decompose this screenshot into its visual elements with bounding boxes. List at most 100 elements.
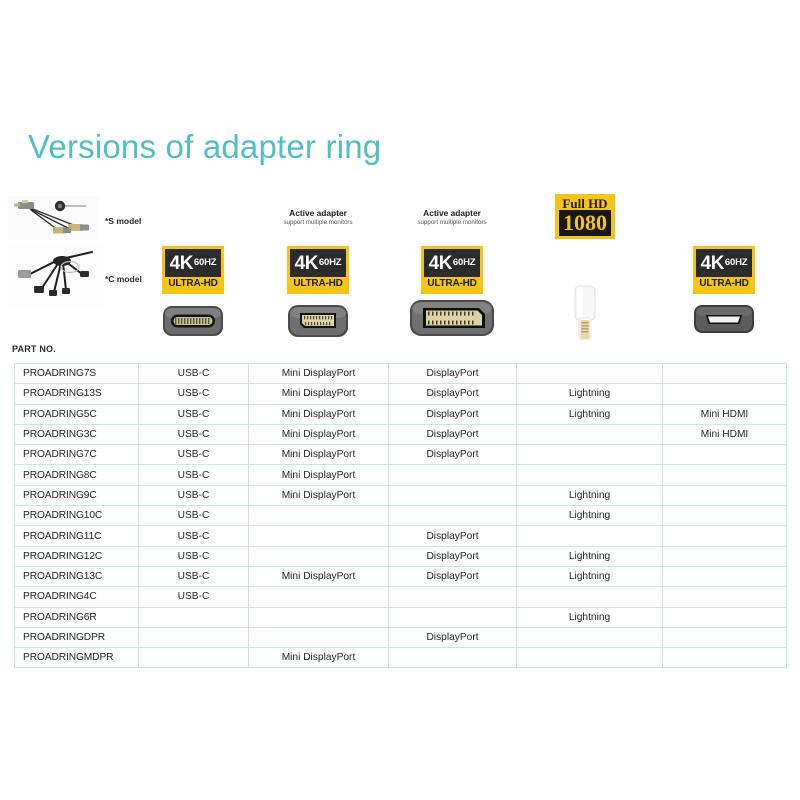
table-row: PROADRINGDPR DisplayPort — [14, 626, 787, 649]
table-cell-part: PROADRING13S — [14, 383, 139, 405]
active-adapter-subtitle-dp: support multiple monitors — [417, 219, 487, 226]
active-adapter-title-mdp: Active adapter — [289, 208, 347, 218]
table-cell-mhdmi — [662, 545, 787, 567]
table-cell-lightning: Lightning — [516, 565, 663, 588]
badge-4k-small-text: 60HZ — [724, 257, 748, 269]
badge-full-hd-1080: Full HD 1080 — [555, 194, 615, 239]
table-cell-dp: DisplayPort — [388, 565, 517, 588]
table-cell-mhdmi — [662, 606, 787, 628]
page-title: Versions of adapter ring — [28, 128, 382, 165]
table-cell-mdp — [248, 626, 389, 649]
badge-4k-ultra-hd-mdp: 4K 60HZ ULTRA-HD — [287, 246, 349, 294]
badge-4k-big-text: 4K — [169, 252, 194, 274]
table-cell-dp: DisplayPort — [388, 545, 517, 567]
table-cell-mdp: Mini DisplayPort — [248, 423, 389, 446]
table-cell-part: PROADRING5C — [14, 403, 139, 425]
table-cell-lightning — [516, 362, 663, 385]
table-cell-lightning: Lightning — [516, 606, 663, 628]
table-row: PROADRING6R Lightning — [14, 606, 787, 628]
table-cell-dp — [388, 647, 517, 669]
table-cell-dp: DisplayPort — [388, 525, 517, 547]
table-cell-usbc — [138, 626, 249, 649]
table-cell-part: PROADRING10C — [14, 505, 139, 527]
badge-4k-small-text: 60HZ — [318, 257, 342, 269]
s-model-adapter-ring-photo — [8, 196, 98, 240]
table-cell-part: PROADRINGMDPR — [14, 647, 139, 669]
table-cell-mdp — [248, 545, 389, 567]
lightning-connector-icon — [568, 284, 602, 349]
table-cell-part: PROADRING4C — [14, 586, 139, 608]
column-header-band: *S model — [0, 192, 800, 344]
badge-4k-bar: 4K 60HZ — [696, 249, 752, 277]
table-cell-usbc: USB-C — [138, 505, 249, 527]
table-cell-lightning: Lightning — [516, 505, 663, 527]
badge-4k-bar: 4K 60HZ — [290, 249, 346, 277]
table-cell-lightning: Lightning — [516, 484, 663, 507]
c-model-adapter-ring-photo — [8, 244, 104, 308]
column-header-lightning: Full HD 1080 — [516, 192, 662, 344]
table-cell-lightning — [516, 423, 663, 446]
table-cell-part: PROADRING7C — [14, 444, 139, 466]
table-cell-usbc — [138, 647, 249, 669]
table-cell-dp — [388, 586, 517, 608]
table-cell-mhdmi — [662, 484, 787, 507]
table-cell-usbc: USB-C — [138, 525, 249, 547]
table-cell-mhdmi — [662, 647, 787, 669]
table-cell-mdp — [248, 505, 389, 527]
table-cell-mhdmi — [662, 586, 787, 608]
table-cell-part: PROADRING7S — [14, 362, 139, 385]
table-cell-mdp: Mini DisplayPort — [248, 362, 389, 385]
table-cell-usbc: USB-C — [138, 565, 249, 588]
table-cell-dp: DisplayPort — [388, 403, 517, 425]
table-cell-dp — [388, 484, 517, 507]
table-cell-dp: DisplayPort — [388, 383, 517, 405]
table-cell-lightning — [516, 464, 663, 486]
table-cell-mdp: Mini DisplayPort — [248, 565, 389, 588]
column-header-mini-displayport: Active adapter support multiple monitors… — [248, 192, 388, 344]
table-cell-part: PROADRING6R — [14, 606, 139, 628]
displayport-connector-icon — [409, 296, 495, 345]
badge-4k-big-text: 4K — [700, 252, 725, 274]
usb-c-connector-icon — [162, 300, 224, 345]
table-cell-lightning — [516, 586, 663, 608]
table-cell-usbc: USB-C — [138, 362, 249, 385]
badge-4k-ultra-hd-dp: 4K 60HZ ULTRA-HD — [421, 246, 483, 294]
table-cell-dp: DisplayPort — [388, 423, 517, 446]
table-cell-mdp: Mini DisplayPort — [248, 403, 389, 425]
table-cell-part: PROADRING9C — [14, 484, 139, 507]
table-cell-dp — [388, 505, 517, 527]
table-cell-part: PROADRING11C — [14, 525, 139, 547]
table-cell-mdp — [248, 586, 389, 608]
table-cell-dp — [388, 606, 517, 628]
badge-ultra-hd-text: ULTRA-HD — [427, 278, 477, 289]
badge-ultra-hd-text: ULTRA-HD — [699, 278, 749, 289]
table-cell-mhdmi — [662, 525, 787, 547]
badge-full-hd-text: Full HD — [562, 196, 608, 211]
table-cell-mdp: Mini DisplayPort — [248, 383, 389, 405]
badge-4k-bar: 4K 60HZ — [165, 249, 221, 277]
table-cell-mdp — [248, 606, 389, 628]
table-cell-usbc: USB-C — [138, 403, 249, 425]
table-cell-dp: DisplayPort — [388, 626, 517, 649]
table-cell-part: PROADRING12C — [14, 545, 139, 567]
table-cell-part: PROADRINGDPR — [14, 626, 139, 649]
badge-4k-ultra-hd-usbc: 4K 60HZ ULTRA-HD — [162, 246, 224, 294]
table-cell-mhdmi — [662, 505, 787, 527]
column-header-usbc: 4K 60HZ ULTRA-HD — [138, 192, 248, 344]
table-cell-usbc: USB-C — [138, 586, 249, 608]
s-model-photo-svg — [8, 196, 98, 240]
table-cell-lightning — [516, 525, 663, 547]
table-cell-mdp: Mini DisplayPort — [248, 484, 389, 507]
badge-ultra-hd-text: ULTRA-HD — [293, 278, 343, 289]
column-header-displayport: Active adapter support multiple monitors… — [388, 192, 516, 344]
table-cell-mhdmi: Mini HDMI — [662, 403, 787, 425]
